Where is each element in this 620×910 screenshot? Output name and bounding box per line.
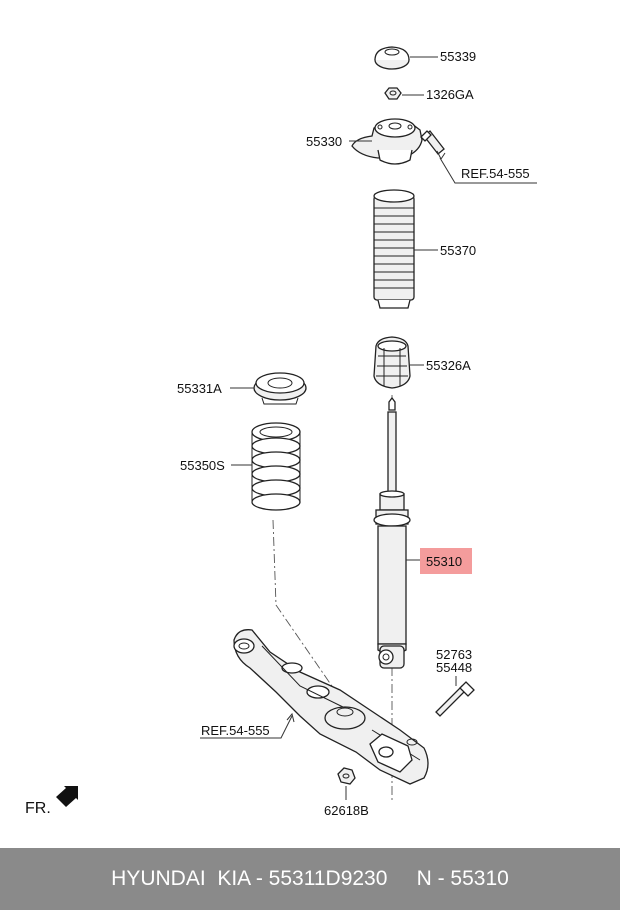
exploded-parts-diagram: 55339 1326GA 55330 REF.54-555 55370 (25, 46, 537, 818)
footer-spacer (387, 867, 416, 891)
ref-label-lower: REF.54-555 (201, 723, 270, 738)
footer-brand-part-number: HYUNDAI KIA - 55311D9230 (111, 867, 388, 890)
label-nut: 1326GA (426, 87, 474, 102)
label-bump-stopper: 55326A (426, 358, 471, 373)
label-bolt-code-1: 52763 (436, 647, 472, 662)
label-upper-spring-pad: 55331A (177, 381, 222, 396)
spring-centerline (272, 519, 346, 706)
front-arrow-icon (56, 786, 78, 807)
label-top-mount: 55330 (306, 134, 342, 149)
leader-ref-upper (439, 157, 537, 184)
bump-stopper-part (373, 336, 411, 389)
footer-diagram-number: N - 55310 (416, 867, 509, 890)
upper-spring-pad-part (253, 372, 307, 405)
arrow-ref-lower (286, 712, 295, 723)
dust-cover-part (373, 189, 415, 309)
label-lower-nut: 62618B (324, 803, 369, 818)
lower-control-arm-part (233, 629, 429, 785)
arrow-ref-upper (436, 150, 446, 160)
top-mount-part (351, 118, 423, 165)
lower-nut-part (337, 767, 356, 785)
front-label: FR. (25, 800, 51, 817)
front-direction-marker: FR. (25, 786, 78, 817)
shock-absorber-part (373, 396, 411, 669)
ref-label-upper: REF.54-555 (461, 166, 530, 181)
label-insulator-cap: 55339 (440, 49, 476, 64)
highlight-box-shock (420, 548, 472, 574)
leader-ref-lower (200, 715, 293, 739)
coil-spring-part (251, 422, 301, 511)
lower-bolt-part (435, 681, 475, 717)
footer-bar: HYUNDAI KIA - 55311D9230 N - 55310 (0, 848, 620, 910)
label-coil-spring: 55350S (180, 458, 225, 473)
label-shock-absorber: 55310 (426, 554, 462, 569)
nut-part (384, 87, 402, 100)
insulator-cap-part (374, 46, 410, 70)
label-dust-cover: 55370 (440, 243, 476, 258)
label-bolt-code-2: 55448 (436, 660, 472, 675)
top-mount-bolt-part (420, 130, 445, 155)
